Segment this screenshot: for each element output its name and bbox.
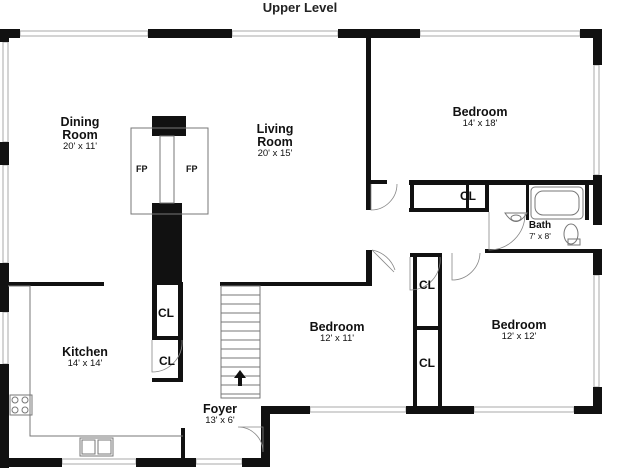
room-name: Dining <box>60 115 100 129</box>
dining-room-label: Dining Room 20' x 11' <box>40 115 120 153</box>
fireplace-label-left: FP <box>136 164 148 174</box>
room-dimensions: 20' x 11' <box>62 141 98 153</box>
room-dimensions: 12' x 11' <box>319 333 355 345</box>
windows <box>2 30 600 465</box>
bedroom-middle-label: Bedroom 12' x 11' <box>297 320 377 345</box>
room-name: Room <box>257 135 293 150</box>
room-name: Living <box>256 122 294 136</box>
door-swings <box>151 183 526 453</box>
room-dimensions: 12' x 12' <box>501 331 537 343</box>
exterior-walls <box>0 29 602 468</box>
bedroom-main-label: Bedroom 14' x 18' <box>440 105 520 130</box>
room-name: Bedroom <box>491 318 547 332</box>
room-dimensions: 20' x 15' <box>257 148 293 160</box>
bath-fixtures <box>504 186 584 246</box>
room-name: Foyer <box>202 402 238 416</box>
foyer-label: Foyer 13' x 6' <box>190 402 250 427</box>
interior-walls <box>6 36 602 464</box>
closet-label-kitchen-upper: CL <box>158 306 174 320</box>
room-name: Kitchen <box>62 345 108 359</box>
kitchen-label: Kitchen 14' x 14' <box>45 345 125 370</box>
room-dimensions: 7' x 8' <box>529 230 551 241</box>
room-dimensions: 13' x 6' <box>205 415 235 427</box>
room-name: Room <box>62 128 98 143</box>
stairs <box>220 285 261 399</box>
closet-label-lower: CL <box>419 356 435 370</box>
closet-label-kitchen-lower: CL <box>159 354 175 368</box>
room-dimensions: 14' x 14' <box>67 358 103 370</box>
room-dimensions: 14' x 18' <box>462 118 498 130</box>
closet-label-upper: CL <box>419 278 435 292</box>
living-room-label: Living Room 20' x 15' <box>235 122 315 160</box>
room-name: Bath <box>528 220 552 231</box>
fireplace-outline <box>130 127 209 215</box>
fireplace-label-right: FP <box>186 164 198 174</box>
bath-label: Bath 7' x 8' <box>520 220 560 241</box>
room-name: Bedroom <box>452 105 508 119</box>
stair-arrow-icon <box>234 370 246 386</box>
closet-label-hall: CL <box>460 189 476 203</box>
page-title: Upper Level <box>262 0 338 15</box>
bedroom-right-label: Bedroom 12' x 12' <box>479 318 559 343</box>
kitchen-counter <box>8 285 183 457</box>
room-name: Bedroom <box>309 320 365 334</box>
